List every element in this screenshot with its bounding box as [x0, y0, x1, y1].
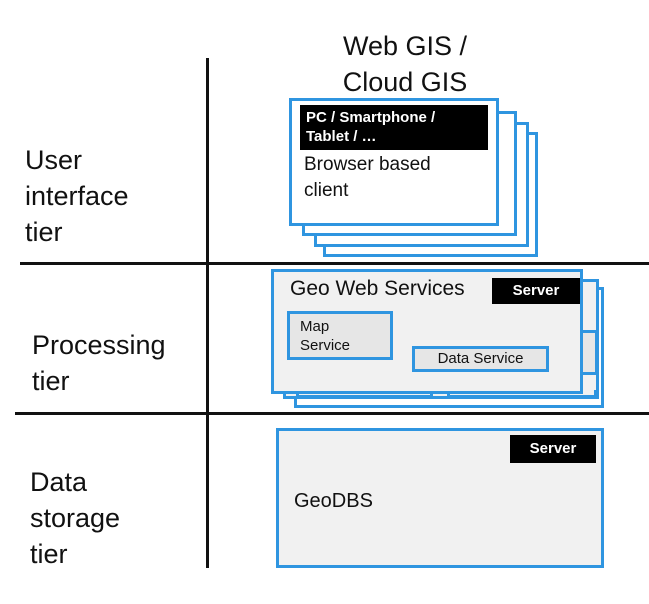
- tier-label-data-storage: Data storage tier: [30, 467, 121, 569]
- geo-web-services-card: Geo Web Services Server Map Service Data…: [271, 269, 583, 394]
- device-label: PC / Smartphone / Tablet / …: [300, 105, 488, 150]
- processing-server-label: Server: [492, 278, 580, 304]
- geodbs-card: Server GeoDBS: [276, 428, 604, 568]
- client-text: Browser based client: [304, 154, 431, 201]
- divider-user-processing: [20, 262, 649, 265]
- data-service-box: Data Service: [412, 346, 549, 372]
- diagram-title: Web GIS / Cloud GIS: [342, 31, 468, 97]
- services-stack-inner-b: [447, 390, 597, 398]
- map-service-label: Map Service: [300, 318, 351, 354]
- tier-label-user-interface: User interface tier: [25, 145, 129, 247]
- services-stack-inner-c: [578, 330, 598, 375]
- client-card: PC / Smartphone / Tablet / … Browser bas…: [289, 98, 499, 226]
- services-stack-inner-a: [296, 390, 433, 398]
- geodbs-text: GeoDBS: [294, 490, 373, 512]
- divider-processing-storage: [15, 412, 649, 415]
- vertical-divider: [206, 58, 209, 568]
- tier-label-processing: Processing tier: [32, 330, 166, 396]
- geo-web-services-title: Geo Web Services: [290, 277, 465, 300]
- map-service-box: Map Service: [287, 311, 393, 360]
- data-service-label: Data Service: [437, 350, 524, 367]
- storage-server-label: Server: [510, 435, 596, 463]
